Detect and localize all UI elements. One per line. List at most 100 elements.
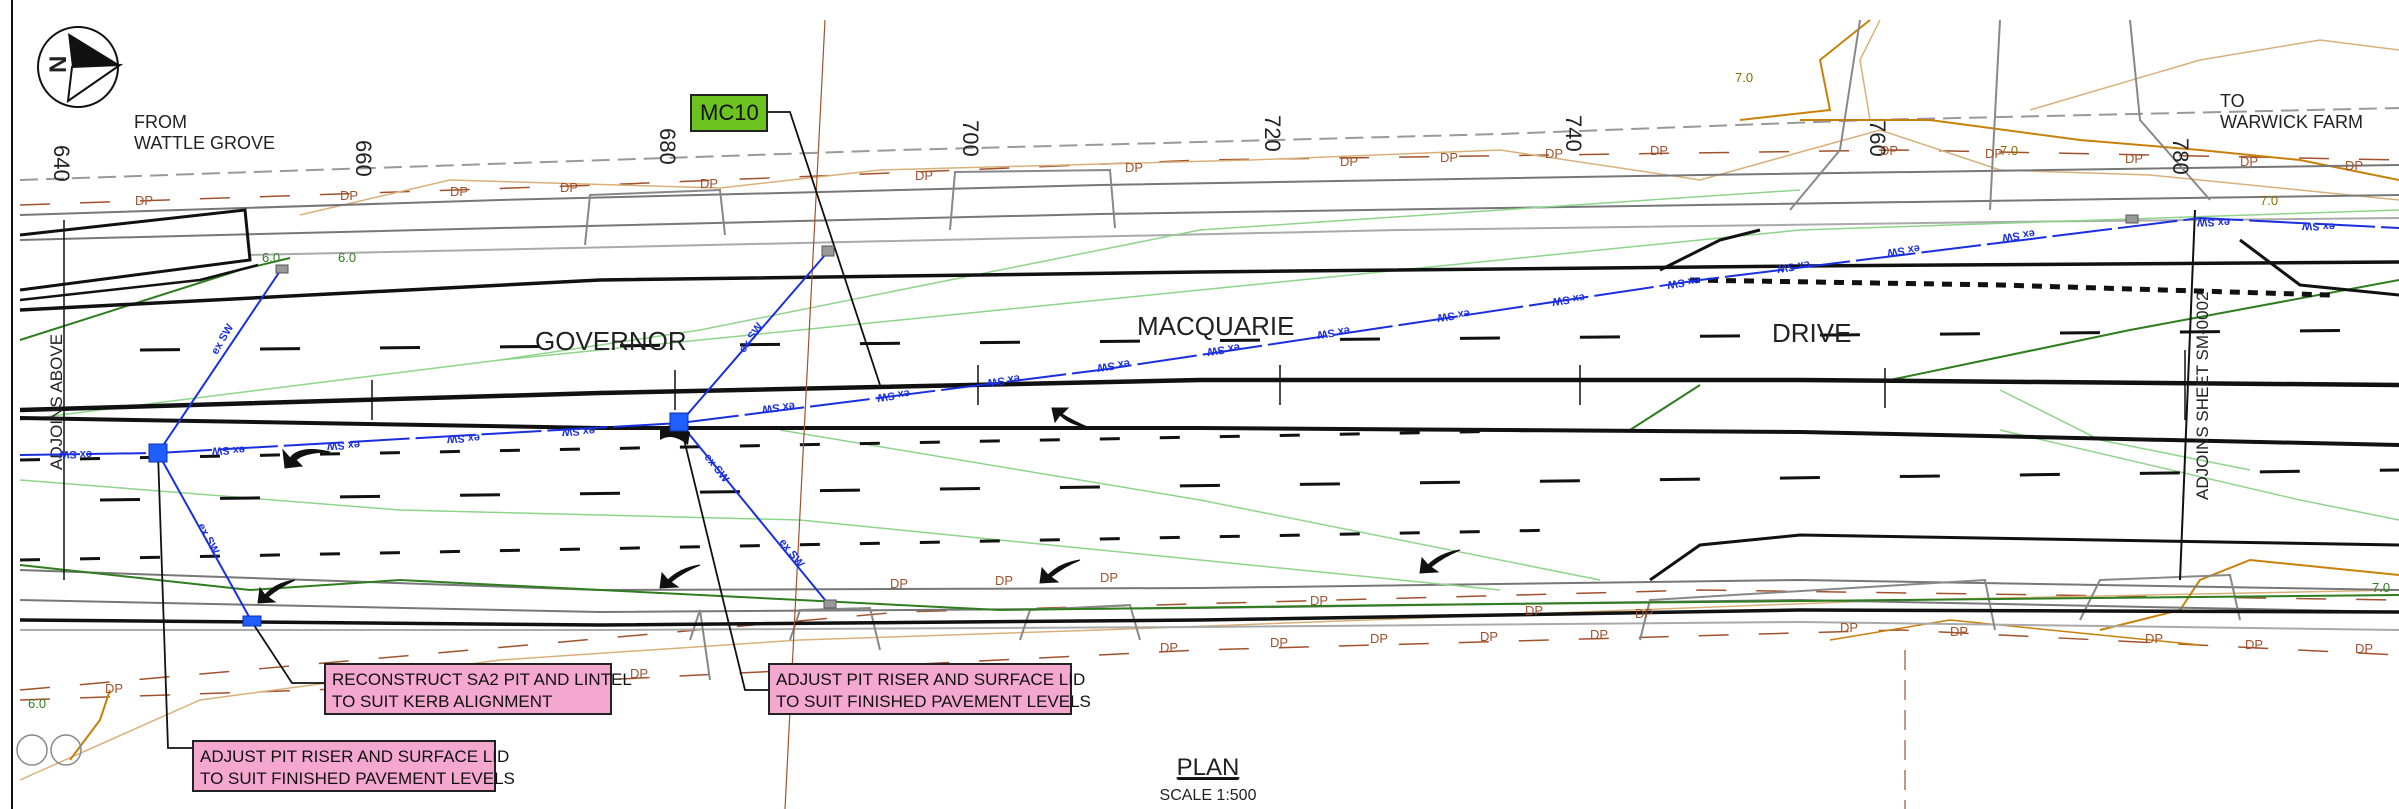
contour-tan-3	[2029, 39, 2399, 111]
road-name-drive: DRIVE	[1772, 318, 1851, 348]
road-edge-bottom-3	[20, 620, 2399, 631]
sw-label: ex SW	[1206, 341, 1241, 358]
dp-label: DP	[450, 184, 468, 199]
callout-adjust-centre-line1: ADJUST PIT RISER AND SURFACE LID	[776, 670, 1086, 689]
dp-label: DP	[700, 176, 718, 191]
dp-label: DP	[1590, 627, 1608, 642]
light-green-1	[19, 209, 2399, 421]
light-green-4	[779, 429, 1601, 581]
chainage-740: 740	[1561, 115, 1586, 152]
dp-label: DP	[1125, 160, 1143, 175]
lane-dashes-middle	[19, 428, 1561, 462]
sw-label: ex SW	[1776, 258, 1811, 275]
arrow-icon	[282, 448, 331, 469]
lane-dashes-top	[139, 328, 2399, 352]
tree-icon	[50, 734, 82, 766]
contour-label: 7.0	[2372, 580, 2390, 595]
dp-label: DP	[560, 180, 578, 195]
dp-label: DP	[890, 576, 908, 591]
sw-label: ex SW	[2301, 219, 2335, 232]
callout-adjust-centre-line2: TO SUIT FINISHED PAVEMENT LEVELS	[776, 692, 1091, 711]
dp-label: DP	[1480, 629, 1498, 644]
pit-icon	[148, 443, 168, 463]
pit-icon	[275, 264, 289, 274]
kerb-left-bay-2	[19, 263, 259, 302]
adjoins-sheet: ADJOINS SHEET SM-0002	[2193, 292, 2212, 500]
dp-label: DP	[1635, 606, 1653, 621]
dp-label: DP	[1950, 624, 1968, 639]
driveway-bottom-3	[1019, 603, 1141, 641]
sw-label: ex SW	[58, 448, 92, 460]
pit-icon	[242, 615, 262, 627]
proposed-dashed-line	[1689, 277, 2331, 298]
pit-icon	[823, 599, 837, 609]
dp-label: DP	[1370, 631, 1388, 646]
kerb-top-outer	[19, 260, 2399, 312]
dp-label: DP	[2240, 154, 2258, 169]
dp-label: DP	[1985, 146, 2003, 161]
kerb-median-bottom	[19, 416, 2399, 447]
sw-label: ex SW	[1436, 307, 1471, 324]
arrow-icon	[1051, 407, 1091, 429]
leader-lines	[157, 111, 881, 749]
callout-adjust-left-line1: ADJUST PIT RISER AND SURFACE LID	[200, 747, 510, 766]
traffic-arrows	[257, 407, 1461, 604]
dp-label: DP	[1160, 640, 1178, 655]
callout-reconstruct-line2: TO SUIT KERB ALIGNMENT	[332, 692, 553, 711]
mc10-label: MC10	[700, 100, 759, 125]
road-name-macquarie: MACQUARIE	[1137, 311, 1294, 341]
kerb-top-return	[1659, 228, 1761, 272]
chainage-700: 700	[958, 120, 983, 157]
sw-label: ex SW	[876, 387, 911, 404]
road-edge-top-2	[19, 194, 2399, 241]
arrow-icon	[257, 579, 296, 604]
callout-adjust-left-line2: TO SUIT FINISHED PAVEMENT LEVELS	[200, 769, 515, 788]
dp-label: DP	[1100, 570, 1118, 585]
driveway-bottom-1	[689, 609, 711, 681]
lane-dashes-bottom	[19, 528, 1561, 562]
sw-label: ex SW	[446, 431, 480, 444]
pit-icon	[669, 412, 689, 432]
light-green-6	[1999, 389, 2251, 471]
property-boundary-top	[19, 107, 2399, 181]
driveway-top-4	[1989, 19, 2001, 211]
dp-label: DP	[2345, 158, 2363, 173]
driveway-top-2	[949, 168, 1116, 231]
from-text-line1: FROM	[134, 112, 187, 132]
dp-label: DP	[135, 193, 153, 208]
chainage-ticks	[63, 220, 2186, 580]
sw-label: ex SW	[1666, 274, 1701, 291]
north-letter: N	[45, 56, 72, 73]
driveway-top-1	[584, 188, 726, 246]
plan-scale: SCALE 1:500	[1160, 787, 1257, 804]
light-green-2	[499, 189, 1801, 361]
contour-tan-2	[19, 589, 2399, 781]
road-edge-top-1	[19, 164, 2399, 216]
dp-label: DP	[2355, 641, 2373, 656]
chainage-640: 640	[49, 145, 74, 182]
chainage-680: 680	[655, 128, 680, 165]
dp-label: DP	[1840, 620, 1858, 635]
dp-label: DP	[2125, 151, 2143, 166]
dp-line-top	[19, 149, 2399, 206]
kerb-right-return	[2239, 238, 2399, 297]
driveway-top-5	[2129, 19, 2211, 201]
contour-tan-1	[299, 129, 2399, 216]
dp-label: DP	[995, 573, 1013, 588]
light-green-5	[1999, 429, 2399, 521]
sw-label: ex SW	[1316, 324, 1351, 341]
arrow-icon	[1039, 559, 1081, 584]
driveway-top-3	[1789, 19, 1861, 211]
dp-label: DP	[1525, 603, 1543, 618]
lane-dashes-lower	[99, 468, 2399, 502]
dp-label: DP	[1880, 143, 1898, 158]
arrow-icon	[1419, 549, 1461, 574]
green-boundary-bottom	[19, 564, 2399, 612]
pit-icon	[2125, 214, 2139, 224]
chainage-720: 720	[1260, 115, 1285, 152]
sw-label: ex SW	[561, 424, 595, 437]
sw-label: ex SW	[1096, 357, 1131, 374]
dp-label: DP	[1310, 593, 1328, 608]
chainage-660: 660	[351, 140, 376, 177]
chainage-780: 780	[2168, 138, 2193, 175]
